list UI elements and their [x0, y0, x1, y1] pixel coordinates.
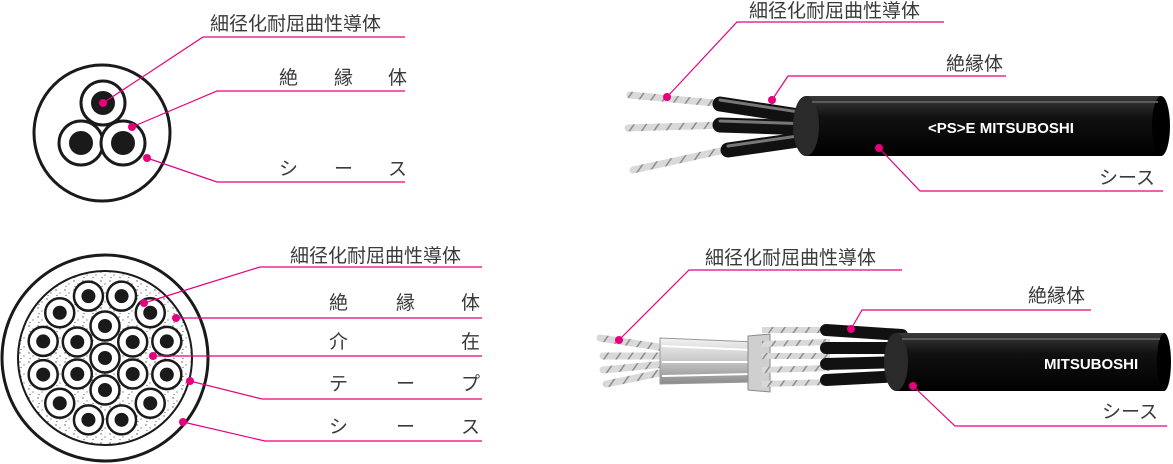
leader-dot-sheath	[875, 144, 883, 152]
cable-marking: MITSUBOSHI	[1044, 356, 1138, 373]
label-insulation-2: 縁	[334, 67, 353, 89]
leader-dot-sheath	[179, 418, 187, 426]
cable-sheath	[793, 96, 1170, 156]
bare-conductors	[624, 91, 729, 174]
insulated-core	[43, 387, 76, 420]
insulated-core	[151, 358, 183, 391]
insulated-core	[89, 342, 121, 374]
insulated-core	[89, 374, 121, 406]
label-conductor: 細径化耐屈曲性導体	[749, 0, 920, 22]
label-sheath-3: ス	[388, 158, 407, 180]
leader-insulation	[131, 90, 405, 128]
leader-sheath	[878, 147, 1163, 192]
cable-multicore: MITSUBOSHI 細径化耐屈曲性導体 絶縁体 シース	[596, 247, 1171, 427]
label-conductor: 細径化耐屈曲性導体	[210, 13, 381, 35]
insulated-core	[151, 325, 183, 358]
label-conductor: 細径化耐屈曲性導体	[290, 245, 461, 267]
label-filler-1: 介	[329, 331, 348, 353]
label-filler-2: 在	[461, 331, 480, 353]
label-sheath-2: ー	[396, 416, 415, 438]
label-insulation: 絶縁体	[946, 53, 1003, 75]
filler-layer	[747, 327, 831, 393]
leader-dot-sheath	[143, 154, 151, 162]
leader-conductor	[102, 36, 405, 104]
insulated-core	[72, 280, 105, 312]
leader-dot-tape	[186, 377, 194, 385]
cable-marking: <PS>E MITSUBOSHI	[928, 120, 1074, 137]
bare-conductors	[596, 334, 669, 388]
insulated-core	[43, 296, 76, 329]
leader-dot-sheath	[909, 382, 917, 390]
cable-sheath	[884, 333, 1171, 391]
leader-insulation	[850, 309, 1091, 330]
inner-bundle	[659, 337, 756, 385]
leader-tape	[189, 380, 482, 400]
label-sheath-2: ー	[334, 158, 353, 180]
insulated-core	[134, 387, 167, 420]
core-right	[99, 119, 147, 167]
insulated-core	[61, 358, 94, 390]
insulated-core	[105, 280, 138, 312]
label-sheath: シース	[1102, 401, 1158, 423]
label-insulation-2: 縁	[396, 292, 415, 314]
leader-sheath	[912, 385, 1167, 427]
label-tape-2: ー	[396, 373, 415, 395]
leader-dot-insulation	[128, 123, 136, 131]
section-multicore: 細径化耐屈曲性導体 絶 縁 体 介 在 テ ー プ シ ー ス	[0, 245, 482, 463]
insulated-core	[116, 326, 149, 358]
leader-dot-filler	[149, 352, 157, 360]
leader-sheath	[182, 421, 482, 442]
insulated-core	[27, 358, 59, 391]
leader-dot-insulation	[768, 96, 776, 104]
label-sheath: シース	[1099, 167, 1155, 189]
section-3core: 細径化耐屈曲性導体 絶 縁 体 シ ー ス	[32, 13, 407, 203]
label-insulation-1: 絶	[329, 292, 348, 314]
insulated-core	[105, 404, 138, 436]
label-tape-1: テ	[329, 373, 348, 395]
cores	[27, 280, 183, 436]
label-insulation-1: 絶	[279, 67, 298, 89]
leader-conductor	[143, 266, 482, 304]
leader-dot-conductor	[140, 299, 148, 307]
insulated-core	[116, 358, 149, 390]
label-sheath-1: シ	[279, 158, 298, 180]
cable-3core: <PS>E MITSUBOSHI 細径化耐屈曲性導体 絶縁体 シース	[624, 0, 1170, 192]
label-sheath-3: ス	[461, 416, 480, 438]
label-tape-3: プ	[461, 373, 480, 395]
label-insulation-3: 体	[388, 67, 407, 89]
insulated-core	[89, 310, 121, 342]
leader-dot-insulation	[847, 325, 855, 333]
leader-dot-conductor	[663, 93, 671, 101]
label-sheath-1: シ	[329, 416, 348, 438]
leader-dot-conductor	[99, 99, 107, 107]
insulated-core	[27, 325, 59, 358]
leader-dot-conductor	[615, 336, 623, 344]
insulated-core	[72, 404, 105, 436]
core-left	[57, 119, 105, 167]
leader-conductor	[618, 269, 902, 341]
insulated-core	[61, 326, 94, 358]
leader-insulation	[771, 75, 1006, 101]
label-insulation: 絶縁体	[1028, 285, 1085, 307]
leader-dot-insulation	[172, 314, 180, 322]
label-insulation-3: 体	[461, 292, 480, 314]
leader-sheath	[146, 157, 405, 183]
leader-conductor	[666, 21, 944, 98]
label-conductor: 細径化耐屈曲性導体	[705, 247, 876, 269]
